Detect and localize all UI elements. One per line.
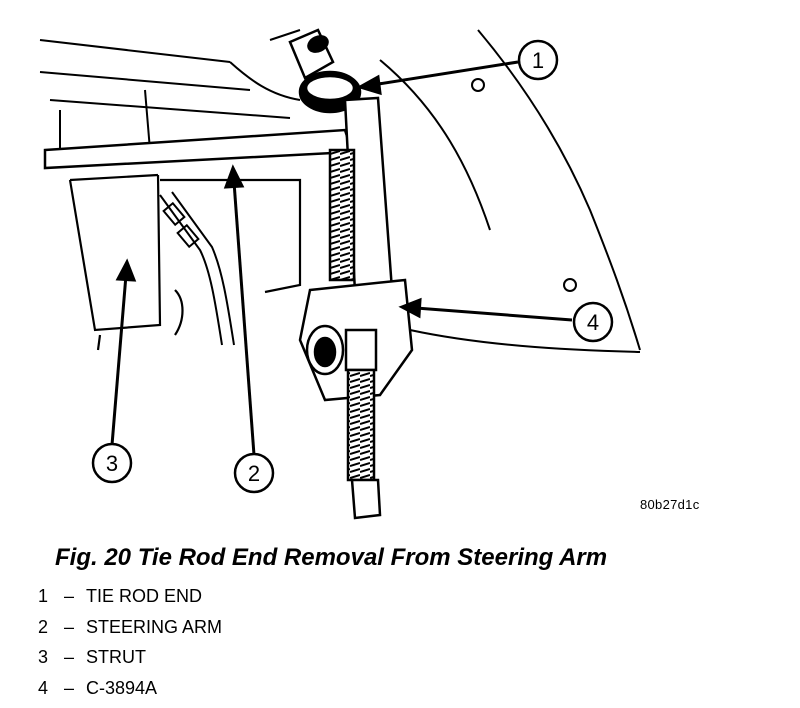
legend-num: 2 xyxy=(38,617,52,648)
legend-item: 4 – C-3894A xyxy=(38,678,222,708)
legend-num: 3 xyxy=(38,647,52,678)
legend-label: TIE ROD END xyxy=(86,586,202,617)
legend-dash: – xyxy=(52,586,86,617)
legend-dash: – xyxy=(52,617,86,648)
steering-arm xyxy=(45,130,352,168)
svg-text:4: 4 xyxy=(587,310,599,335)
legend-num: 4 xyxy=(38,678,52,708)
legend-dash: – xyxy=(52,678,86,708)
illustration: 1 2 3 4 xyxy=(0,0,800,540)
legend-num: 1 xyxy=(38,586,52,617)
legend: 1 – TIE ROD END 2 – STEERING ARM 3 – STR… xyxy=(38,586,222,708)
callout-1: 1 xyxy=(519,41,557,79)
legend-item: 1 – TIE ROD END xyxy=(38,586,222,617)
brake-hose xyxy=(160,192,234,345)
callout-3: 3 xyxy=(93,444,131,482)
callout-4: 4 xyxy=(574,303,612,341)
upper-structure xyxy=(40,30,300,150)
strut xyxy=(70,175,300,350)
legend-item: 2 – STEERING ARM xyxy=(38,617,222,648)
tool-c3894a xyxy=(300,98,412,518)
figure-code: 80b27d1c xyxy=(640,497,700,512)
legend-label: C-3894A xyxy=(86,678,157,708)
figure-caption: Fig. 20 Tie Rod End Removal From Steerin… xyxy=(55,544,607,572)
legend-label: STRUT xyxy=(86,647,146,678)
callout-2: 2 xyxy=(235,454,273,492)
legend-label: STEERING ARM xyxy=(86,617,222,648)
svg-text:1: 1 xyxy=(532,48,544,73)
legend-dash: – xyxy=(52,647,86,678)
svg-text:3: 3 xyxy=(106,451,118,476)
legend-item: 3 – STRUT xyxy=(38,647,222,678)
svg-text:2: 2 xyxy=(248,461,260,486)
